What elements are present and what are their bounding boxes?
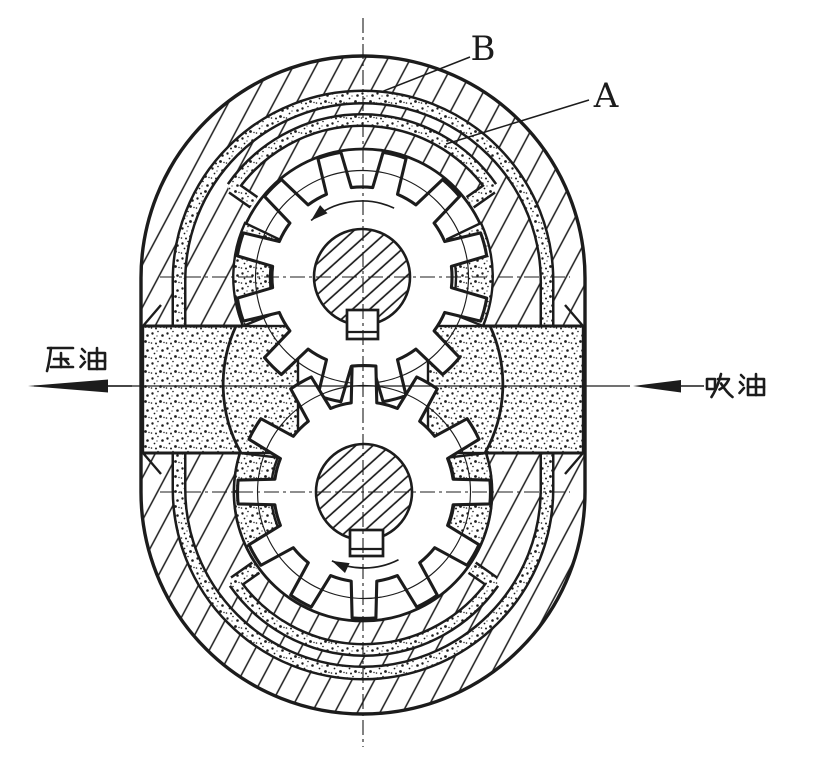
label-suction-oil [705,372,766,399]
inner-relief-channel-a [226,113,500,657]
outer-relief-channel-b [171,89,555,681]
centerlines [34,18,630,747]
hanzi-you [79,346,107,371]
leader-lines [380,56,590,145]
part-labels: B A [45,29,766,399]
hanzi-ya [45,346,75,373]
label-channel-a: A [593,76,619,116]
flow-direction-arrows [28,379,704,393]
label-channel-b: B [471,29,496,69]
hanzi-you [738,372,766,397]
hanzi-xi [705,372,734,399]
label-discharge-oil [45,346,107,373]
